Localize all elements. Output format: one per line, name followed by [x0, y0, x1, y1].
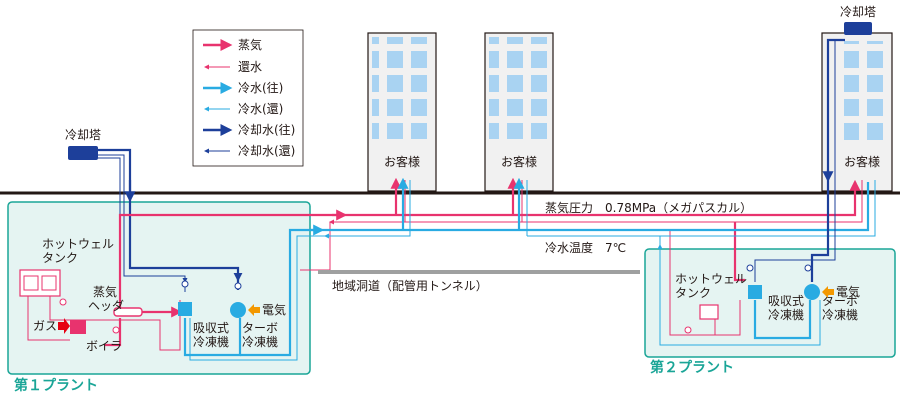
plant2-cooling-tower: [844, 22, 872, 35]
building-1-label: お客様: [384, 154, 420, 169]
plant1-gas-arrow: [58, 318, 70, 334]
plant1-steam-header: [113, 307, 143, 317]
tunnel-label: 地域洞道（配管用トンネル）: [332, 278, 488, 293]
building-3: お客様 冷却塔: [821, 5, 893, 192]
plant1-boiler-label: ボイラ: [86, 339, 122, 353]
plant2-absorption-label-1: 吸収式: [768, 294, 804, 308]
chilled-water-pipes: [183, 177, 876, 361]
plant1-electricity-label: 電気: [262, 302, 286, 317]
plant1-hotwell-tank: [19, 269, 61, 297]
plant1-title: 第１プラント: [14, 377, 98, 394]
legend-item-cooling-return: 冷却水(還): [204, 144, 295, 158]
plant1-hotwell-label-2: タンク: [42, 251, 78, 265]
legend-item-steam: 蒸気: [203, 37, 262, 52]
svg-text:冷却水(往): 冷却水(往): [238, 122, 295, 137]
plant1-header-label-2: ヘッダ: [88, 298, 124, 313]
plant2-absorption-label-2: 冷凍機: [768, 307, 804, 322]
building-2: お客様: [484, 32, 554, 192]
plant1-absorption-chiller: [178, 302, 192, 316]
svg-text:冷水(往): 冷水(往): [238, 80, 283, 95]
plant2-hotwell-tank: [699, 304, 719, 320]
plant2-turbo-label-2: 冷凍機: [822, 307, 858, 322]
plant1-boiler: [70, 320, 86, 334]
legend-box: [192, 29, 304, 167]
plant1-electric-arrow: [248, 304, 260, 316]
svg-text:冷水(還): 冷水(還): [238, 102, 283, 116]
legend-item-chilled-return: 冷水(還): [204, 102, 283, 116]
plant2-hotwell-label-1: ホットウェル: [675, 272, 747, 286]
valve-markers: [59, 264, 812, 334]
plant1-absorption-label-1: 吸収式: [193, 321, 229, 335]
legend-item-cooling-supply: 冷却水(往): [203, 122, 295, 137]
plant1-turbo-chiller: [230, 302, 246, 318]
plant2-hotwell-label-2: タンク: [675, 286, 711, 300]
legend-item-chilled-supply: 冷水(往): [203, 80, 283, 95]
plant2-area: [644, 248, 896, 358]
plant2-cooling-water-pipes: [754, 38, 845, 282]
legend-item-return-water: 還水: [204, 60, 262, 74]
building-2-label: お客様: [501, 154, 537, 169]
plant2-turbo-label-1: ターボ: [822, 294, 858, 308]
plant1-cooling-tower-label: 冷却塔: [65, 128, 101, 142]
plant2-absorption-chiller: [748, 285, 762, 299]
plant1-header-label-1: 蒸気: [93, 284, 117, 299]
svg-text:冷却水(還): 冷却水(還): [238, 144, 295, 158]
plant1-absorption-label-2: 冷凍機: [193, 334, 229, 349]
svg-text:蒸気: 蒸気: [238, 37, 262, 52]
plant1-hotwell-label-1: ホットウェル: [42, 237, 114, 251]
building-3-label: お客様: [844, 154, 880, 169]
plant2-electricity-label: 電気: [836, 284, 860, 299]
plant2-turbo-chiller: [804, 284, 820, 300]
plant2-title: 第２プラント: [650, 359, 734, 376]
chilled-water-temp-label: 冷水温度 7℃: [545, 240, 626, 255]
plant2-cooling-tower-label: 冷却塔: [840, 5, 876, 19]
plant1-gas-label: ガス: [33, 319, 57, 333]
plant1-turbo-label-1: ターボ: [242, 321, 278, 335]
plant2-electric-arrow: [822, 286, 834, 298]
plant1-cooling-tower: [68, 146, 98, 160]
steam-pressure-label: 蒸気圧力 0.78MPa（メガパスカル）: [545, 200, 752, 215]
plant1-turbo-label-2: 冷凍機: [242, 334, 278, 349]
building-1: お客様: [367, 32, 437, 192]
legend: 蒸気 還水 冷水(往) 冷水(還) 冷却水(往) 冷却水(還): [192, 29, 304, 167]
svg-text:還水: 還水: [238, 60, 262, 74]
